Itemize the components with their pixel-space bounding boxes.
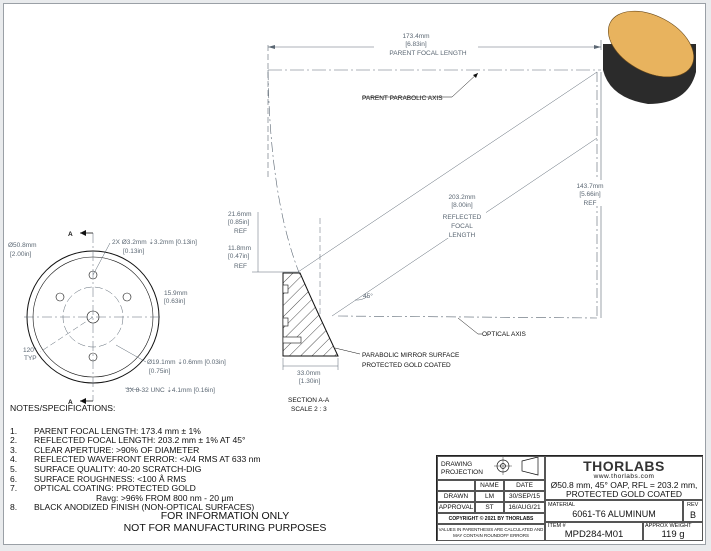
- drawn-date: 30/SEP/15: [504, 491, 545, 502]
- drawn-name: LM: [475, 491, 504, 502]
- front-view-dims: Ø50.8mm [2.00in] 2X Ø3.2mm ⇣3.2mm [0.13i…: [8, 238, 226, 394]
- note-item: 5.SURFACE QUALITY: 40-20 SCRATCH-DIG: [10, 463, 202, 474]
- d11-inch: [0.47in]: [228, 253, 250, 260]
- height-inch: [5.66in]: [579, 191, 601, 198]
- thorlabs-url: www.thorlabs.com: [593, 473, 655, 480]
- d21-inch: [0.85in]: [228, 219, 250, 226]
- note-item: 4.REFLECTED WAVEFRONT ERROR: <λ/4 RMS AT…: [10, 454, 261, 465]
- surface-label1: PARABOLIC MIRROR SURFACE: [362, 352, 460, 359]
- weight-cell: APPROX WEIGHT 119 g: [643, 522, 703, 541]
- height-ref: REF: [584, 200, 597, 207]
- d15-value: 15.9mm: [164, 290, 187, 297]
- d21-value: 21.6mm: [228, 211, 251, 218]
- part-description-1: Ø50.8 mm, 45° OAP, RFL = 203.2 mm,: [550, 480, 698, 490]
- projection-cell: DRAWING PROJECTION: [437, 456, 545, 480]
- date-header: DATE: [504, 480, 545, 491]
- material-value: 6061-T6 ALUMINUM: [572, 509, 656, 519]
- taps-value: 3X 8-32 UNC ⇣4.1mm [0.16in]: [126, 386, 215, 394]
- name-header: NAME: [475, 480, 504, 491]
- optical-axis-label: OPTICAL AXIS: [482, 331, 526, 338]
- thickness-dim: 33.0mm [1.30in]: [282, 358, 339, 385]
- height-value: 143.7mm: [576, 183, 603, 190]
- disclaimer-line1: FOR INFORMATION ONLY: [160, 510, 290, 522]
- diameter-value: Ø50.8mm: [8, 242, 37, 249]
- values-note: VALUES IN PARENTHESIS ARE CALCULATED AND…: [437, 524, 545, 541]
- center-hole-value: Ø19.1mm ⇣0.6mm [0.03in]: [147, 358, 226, 366]
- projection-label: DRAWING PROJECTION: [441, 461, 483, 476]
- rev-value: B: [690, 510, 697, 520]
- height-ref-dim: 143.7mm [5.66in] REF: [572, 72, 606, 318]
- weight-value: 119 g: [661, 529, 685, 540]
- note-item: 2.REFLECTED FOCAL LENGTH: 203.2 mm ± 1% …: [10, 435, 246, 446]
- item-value: MPD284-M01: [564, 529, 624, 540]
- rfl-value: 203.2mm: [448, 194, 475, 201]
- note-item: 8.BLACK ANODIZED FINISH (NON-OPTICAL SUR…: [10, 502, 255, 513]
- material-cell: MATERIAL 6061-T6 ALUMINUM: [545, 500, 683, 522]
- section-mark-bottom: A: [68, 399, 73, 406]
- pfl-value: 173.4mm: [402, 33, 429, 40]
- drawing-sheet: [3, 3, 706, 545]
- d11-value: 11.8mm: [228, 245, 251, 252]
- item-header: ITEM #: [548, 523, 566, 529]
- part-description-2: PROTECTED GOLD COATED: [565, 489, 683, 499]
- pfl-label: PARENT FOCAL LENGTH: [389, 50, 466, 57]
- parent-focal-length-dim: 173.4mm [6.83in] PARENT FOCAL LENGTH: [267, 32, 602, 180]
- diameter-inch: [2.00in]: [10, 251, 32, 258]
- rev-cell: REV B: [683, 500, 703, 522]
- note-item: 1.PARENT FOCAL LENGTH: 173.4 mm ± 1%: [10, 425, 201, 436]
- reflected-focal-length-dim: 203.2mm [8.00in] REFLECTED FOCAL LENGTH: [297, 71, 598, 319]
- rfl-label1: REFLECTED: [443, 214, 482, 221]
- ref-dims-left: 21.6mm [0.85in] REF 11.8mm [0.47in] REF: [228, 211, 321, 318]
- section-view: 45°: [282, 272, 373, 357]
- angle-label: 45°: [363, 292, 373, 300]
- approval-label: APPROVAL: [437, 502, 475, 513]
- d15-inch: [0.63in]: [164, 298, 186, 305]
- rfl-label3: LENGTH: [449, 232, 476, 239]
- thickness-value: 33.0mm: [297, 370, 320, 377]
- center-hole-inch: [0.75in]: [149, 368, 171, 375]
- note-item: 6.SURFACE ROUGHNESS: <100 Å RMS: [10, 473, 187, 484]
- drawn-label: DRAWN: [437, 491, 475, 502]
- notes-section: NOTES/SPECIFICATIONS: 1.PARENT FOCAL LEN…: [10, 403, 340, 513]
- mirror-render-icon: [603, 10, 696, 104]
- section-scale: SCALE 2 : 3: [291, 406, 327, 413]
- item-cell: ITEM # MPD284-M01: [545, 522, 643, 541]
- section-mark-top: A: [68, 231, 73, 238]
- approval-name: ST: [475, 502, 504, 513]
- notes-title: NOTES/SPECIFICATIONS:: [10, 403, 116, 413]
- parent-axis-label: PARENT PARABOLIC AXIS: [362, 95, 443, 102]
- note-item: 3.CLEAR APERTURE: >90% OF DIAMETER: [10, 444, 200, 455]
- d21-ref: REF: [234, 228, 247, 235]
- section-label: SECTION A-A: [288, 397, 330, 404]
- copyright: COPYRIGHT © 2021 BY THORLABS: [437, 513, 545, 524]
- title-block: DRAWING PROJECTION NAME DATE DRAWN LM 30…: [436, 455, 703, 541]
- holes2-value: 2X Ø3.2mm ⇣3.2mm [0.13in]: [112, 238, 197, 246]
- angle120-value: 120°: [23, 346, 37, 354]
- disclaimer-line2: NOT FOR MANUFACTURING PURPOSES: [123, 522, 327, 534]
- holes2-inch: [0.13in]: [123, 248, 145, 255]
- parabola-curve: [267, 69, 301, 276]
- thickness-inch: [1.30in]: [299, 378, 321, 385]
- weight-header: APPROX WEIGHT: [645, 523, 692, 529]
- optical-axis: OPTICAL AXIS: [457, 317, 526, 338]
- rev-header: REV: [687, 502, 699, 508]
- surface-label2: PROTECTED GOLD COATED: [362, 362, 451, 369]
- parent-parabolic-axis: PARENT PARABOLIC AXIS: [268, 69, 601, 102]
- front-view: A A: [24, 230, 162, 406]
- pfl-inch: [6.83in]: [405, 41, 427, 48]
- angle120-typ: TYP: [24, 355, 37, 362]
- material-header: MATERIAL: [548, 502, 576, 508]
- disclaimer: FOR INFORMATION ONLY NOT FOR MANUFACTURI…: [115, 510, 335, 534]
- surface-callout: PARABOLIC MIRROR SURFACE PROTECTED GOLD …: [334, 347, 460, 369]
- rfl-inch: [8.00in]: [451, 202, 473, 209]
- note-ravg: Ravg: >96% FROM 800 nm - 20 μm: [96, 492, 234, 503]
- projection-icon: [494, 456, 539, 476]
- d11-ref: REF: [234, 263, 247, 270]
- note-item: 7.OPTICAL COATING: PROTECTED GOLD: [10, 483, 196, 494]
- thorlabs-logo: THORLABS: [583, 458, 665, 474]
- approval-date: 16/AUG/21: [504, 502, 545, 513]
- rfl-label2: FOCAL: [451, 223, 473, 230]
- brand-cell: THORLABS www.thorlabs.com Ø50.8 mm, 45° …: [545, 456, 703, 500]
